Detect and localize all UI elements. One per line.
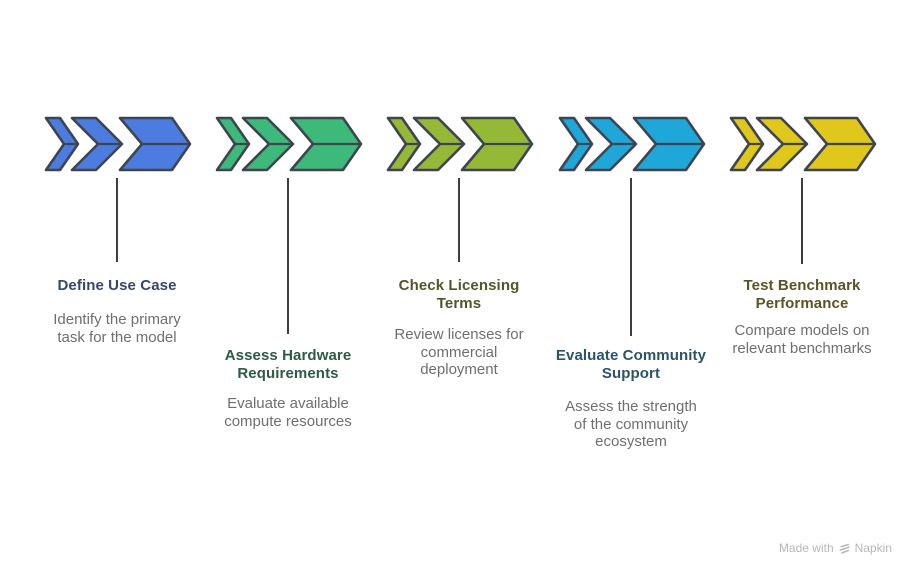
connector-line — [458, 178, 460, 262]
step-description: Review licenses for commercial deploymen… — [394, 326, 524, 378]
triple-chevron-arrow-icon — [558, 116, 706, 172]
connector-line — [287, 178, 289, 334]
napkin-logo-icon — [839, 543, 850, 554]
connector-line — [116, 178, 118, 262]
step-title: Evaluate Community Support — [555, 347, 707, 382]
step-title: Assess Hardware Requirements — [224, 347, 352, 382]
step-title: Define Use Case — [57, 277, 177, 294]
triple-chevron-arrow-icon — [215, 116, 363, 172]
step-description: Evaluate available compute resources — [224, 395, 352, 430]
connector-line — [630, 178, 632, 336]
triple-chevron-arrow-icon — [44, 116, 192, 172]
watermark: Made with Napkin — [779, 541, 892, 555]
step-title: Check Licensing Terms — [398, 277, 520, 312]
step-description: Assess the strength of the community eco… — [565, 398, 697, 450]
triple-chevron-arrow-icon — [729, 116, 877, 172]
connector-line — [801, 178, 803, 264]
step-title: Test Benchmark Performance — [743, 277, 861, 312]
step-description: Compare models on relevant benchmarks — [732, 322, 872, 357]
watermark-brand: Napkin — [854, 541, 892, 555]
triple-chevron-arrow-icon — [386, 116, 534, 172]
watermark-prefix: Made with — [778, 541, 834, 555]
step-description: Identify the primary task for the model — [53, 311, 181, 346]
